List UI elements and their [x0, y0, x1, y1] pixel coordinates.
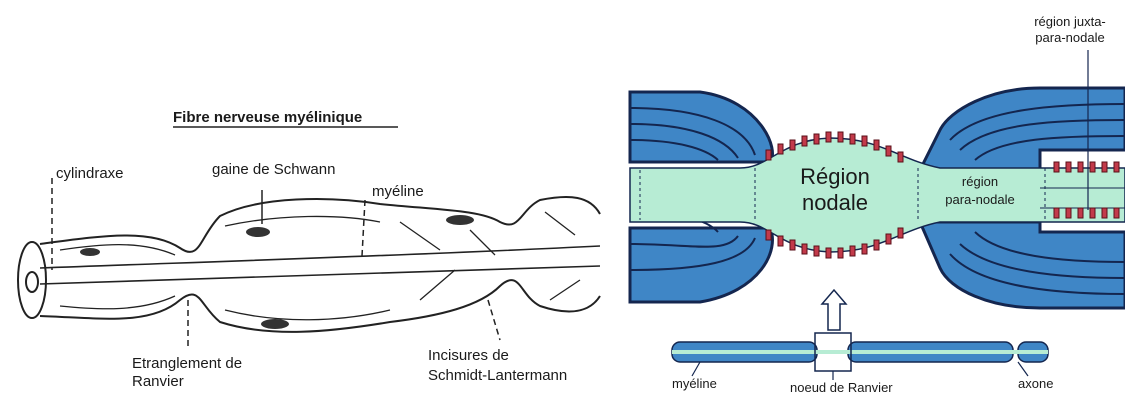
- label-region-nodale-1: Région: [800, 164, 870, 189]
- myelin-left-top: [630, 92, 772, 162]
- leader-incisures: [488, 300, 500, 340]
- nucleus-4: [80, 248, 100, 256]
- left-panel: Fibre nerveuse myélinique cylindraxe gai…: [18, 109, 600, 390]
- label-etranglement-1: Etranglement de: [132, 355, 242, 372]
- axon-cut: [26, 272, 38, 292]
- label-myeline: myéline: [372, 183, 424, 200]
- fiber-outline: [40, 197, 600, 252]
- nucleus-1: [246, 227, 270, 237]
- leader-axone: [1018, 362, 1028, 376]
- label-region-nodale-2: nodale: [802, 190, 868, 215]
- left-title: Fibre nerveuse myélinique: [173, 109, 362, 126]
- label-juxta-1: région juxta-: [1034, 14, 1106, 29]
- leader-myeline-r: [692, 362, 700, 376]
- myelin-right-bottom: [920, 222, 1125, 308]
- myelin-right-top: [920, 88, 1125, 170]
- right-panel: Région nodale région para-nodale région …: [630, 14, 1125, 392]
- label-gaine: gaine de Schwann: [212, 161, 335, 178]
- arrow-up-icon: [822, 290, 846, 330]
- label-cylindraxe: cylindraxe: [56, 165, 124, 182]
- nucleus-2: [446, 215, 474, 225]
- overview-fiber: [672, 333, 1048, 371]
- label-incisures-1: Incisures de: [428, 347, 509, 364]
- label-incisures-2: Schmidt-Lantermann: [428, 367, 567, 384]
- fiber-cut-end: [18, 242, 46, 318]
- nucleus-3: [261, 319, 289, 329]
- label-axone: axone: [1018, 376, 1053, 391]
- label-myeline-r: myéline: [672, 376, 717, 391]
- leader-myeline: [362, 200, 365, 256]
- fiber-outline-bottom: [40, 280, 600, 332]
- label-noeud: noeud de Ranvier: [790, 380, 893, 392]
- label-etranglement-2: Ranvier: [132, 373, 184, 390]
- label-para-2: para-nodale: [945, 192, 1014, 207]
- internode-lines: [60, 212, 580, 320]
- label-para-1: région: [962, 174, 998, 189]
- label-juxta-2: para-nodale: [1035, 30, 1104, 45]
- axon-line-top: [40, 246, 600, 268]
